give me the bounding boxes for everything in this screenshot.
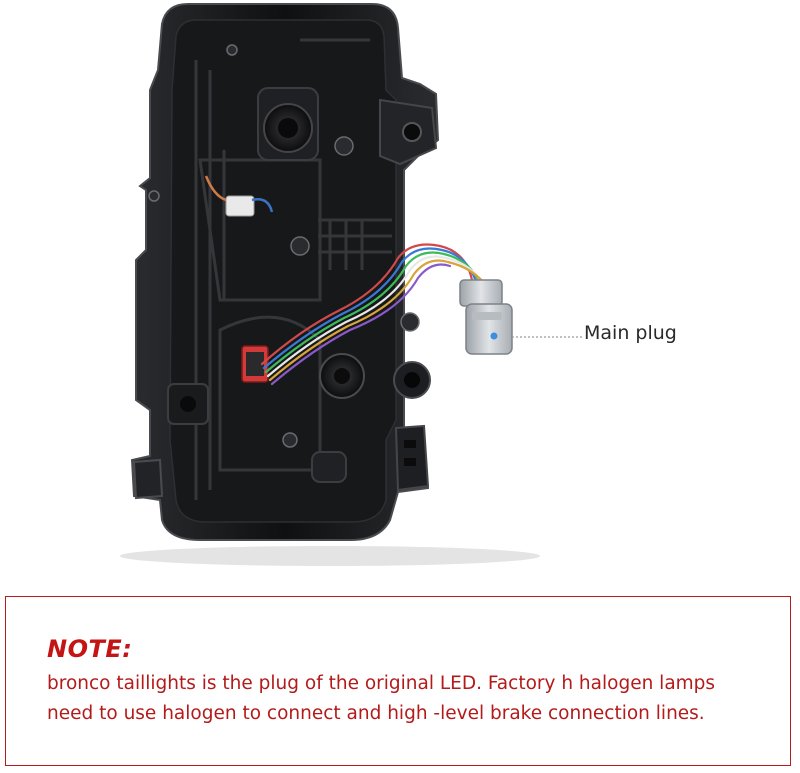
housing [130,3,440,541]
note-line: bronco taillights is the plug of the ori… [47,673,716,694]
main-plug-label: Main plug [584,322,677,344]
wire-harness [260,243,490,386]
upper-connector [204,175,274,217]
screws [148,44,420,448]
lower-sockets [167,353,431,483]
note-title: NOTE: [47,635,133,663]
taillight-illustration [120,3,582,566]
upper-bulb-socket [257,87,319,161]
product-image [120,3,582,566]
floor-shadow [120,546,540,566]
bottom-bracket [394,424,430,492]
lower-connector [241,345,269,383]
plug-indicator [490,332,498,340]
left-latch [132,458,164,500]
top-bracket [379,98,438,166]
note-box: NOTE: bronco taillights is the plug of t… [5,596,791,766]
note-line: need to use halogen to connect and high … [47,703,705,724]
main-plug [459,279,513,355]
